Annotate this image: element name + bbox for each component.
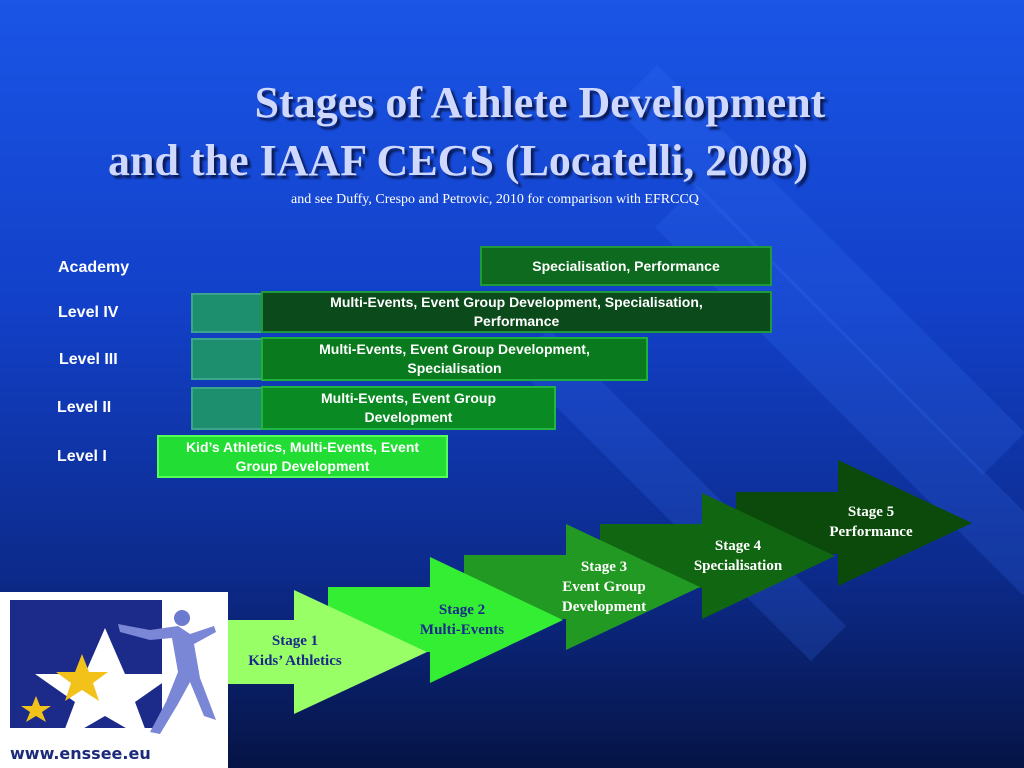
stage-2-name: Multi-Events [419,622,505,638]
level-i-content-text: Kid’s Athletics, Multi-Events, Event Gro… [185,438,420,474]
logo-url: www.enssee.eu [10,744,151,763]
stage-3-title: Stage 3 [580,559,628,575]
slide-title: Stages of Athlete Development and the IA… [0,74,1024,190]
stage-5-title: Stage 5 [847,504,895,520]
stage-4-name: Specialisation [693,558,783,574]
level-iii-extension [191,338,263,380]
level-iii-content-box: Multi-Events, Event Group Development, S… [261,337,648,381]
enssee-logo: www.enssee.eu [0,592,228,768]
academy-content-text: Specialisation, Performance [532,257,720,274]
level-ii-extension [191,387,263,430]
title-line-1: Stages of Athlete Development [254,78,826,127]
level-ii-content-box: Multi-Events, Event Group Development [261,386,556,430]
stage-1-name: Kids’ Athletics [248,653,342,669]
stage-5-label: Stage 5 Performance [801,502,941,542]
level-label-academy: Academy [58,259,130,276]
stage-1-label: Stage 1 Kids’ Athletics [225,631,365,671]
level-ii-content-text: Multi-Events, Event Group Development [320,390,496,425]
stage-2-label: Stage 2 Multi-Events [392,600,532,640]
level-label-ii: Level II [57,399,112,416]
stage-4-title: Stage 4 [714,538,762,554]
level-iv-content-box: Multi-Events, Event Group Development, S… [261,291,772,333]
level-label-iii: Level III [59,351,118,368]
level-iii-content-text: Multi-Events, Event Group Development, S… [319,341,590,376]
stage-1-title: Stage 1 [271,633,319,649]
stage-4-label: Stage 4 Specialisation [668,536,808,576]
level-label-iv: Level IV [58,304,119,321]
stage-3-label: Stage 3 Event Group Development [534,557,674,617]
slide-subtitle: and see Duffy, Crespo and Petrovic, 2010… [291,192,699,207]
level-iv-extension [191,293,263,333]
enssee-logo-icon [10,600,216,742]
level-iv-content-text: Multi-Events, Event Group Development, S… [330,294,703,329]
level-label-i: Level I [57,448,107,465]
level-i-content-box: Kid’s Athletics, Multi-Events, Event Gro… [157,435,448,478]
stage-3-name-2: Development [561,599,647,615]
academy-content-box: Specialisation, Performance [480,246,772,286]
stage-2-title: Stage 2 [438,602,486,618]
stage-3-name-1: Event Group [562,579,646,595]
stage-5-name: Performance [829,524,913,540]
title-line-2: and the IAAF CECS (Locatelli, 2008) [108,136,808,185]
